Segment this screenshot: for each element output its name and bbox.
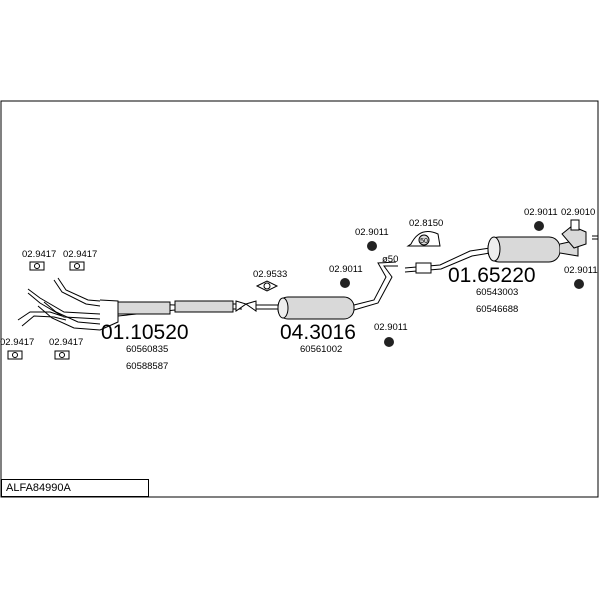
- fitting-label: 02.9533: [253, 269, 287, 280]
- rubber-hanger-icon: [534, 221, 544, 231]
- flange-connector: [235, 300, 257, 312]
- fitting-label: 02.9417: [63, 249, 97, 260]
- pipe-diameter-label: ø50: [382, 254, 398, 265]
- fitting-label: 02.9417: [22, 249, 56, 260]
- gasket-icon: [54, 350, 70, 360]
- fitting-label: 02.9010: [561, 207, 595, 218]
- gasket-icon: [7, 350, 23, 360]
- fitting-label: 02.9011: [329, 264, 363, 275]
- clamp-icon: [406, 231, 441, 247]
- fitting-label: 02.9417: [0, 337, 34, 348]
- part-number-middle-silencer: 04.3016: [280, 321, 356, 344]
- oe-number: 60561002: [300, 344, 342, 355]
- hanger-size-label: 50: [420, 238, 428, 245]
- rubber-hanger-icon: [574, 279, 584, 289]
- gasket-icon: [29, 261, 45, 271]
- part-number-rear-silencer: 01.65220: [448, 264, 536, 287]
- bracket-icon: [570, 219, 580, 231]
- fitting-label: 02.9011: [524, 207, 558, 218]
- part-number-front-pipe: 01.10520: [101, 321, 189, 344]
- flange-gasket-icon: [255, 280, 279, 292]
- oe-number: 60543003: [476, 287, 518, 298]
- oe-number: 60588587: [126, 361, 168, 372]
- rubber-hanger-icon: [367, 241, 377, 251]
- fitting-label: 02.9011: [355, 227, 389, 238]
- fitting-label: 02.9417: [49, 337, 83, 348]
- rear-silencer: [404, 225, 598, 274]
- rubber-hanger-icon: [384, 337, 394, 347]
- fitting-label: 02.9011: [564, 265, 598, 276]
- front-pipe: [17, 277, 242, 331]
- fitting-label: 02.9011: [374, 322, 408, 333]
- diagram-title: ALFA84990A: [1, 479, 149, 497]
- middle-silencer: [256, 261, 398, 320]
- rubber-hanger-icon: [340, 278, 350, 288]
- gasket-icon: [69, 261, 85, 271]
- oe-number: 60546688: [476, 304, 518, 315]
- oe-number: 60560835: [126, 344, 168, 355]
- drawing-frame: [0, 100, 599, 498]
- fitting-label: 02.8150: [409, 218, 443, 229]
